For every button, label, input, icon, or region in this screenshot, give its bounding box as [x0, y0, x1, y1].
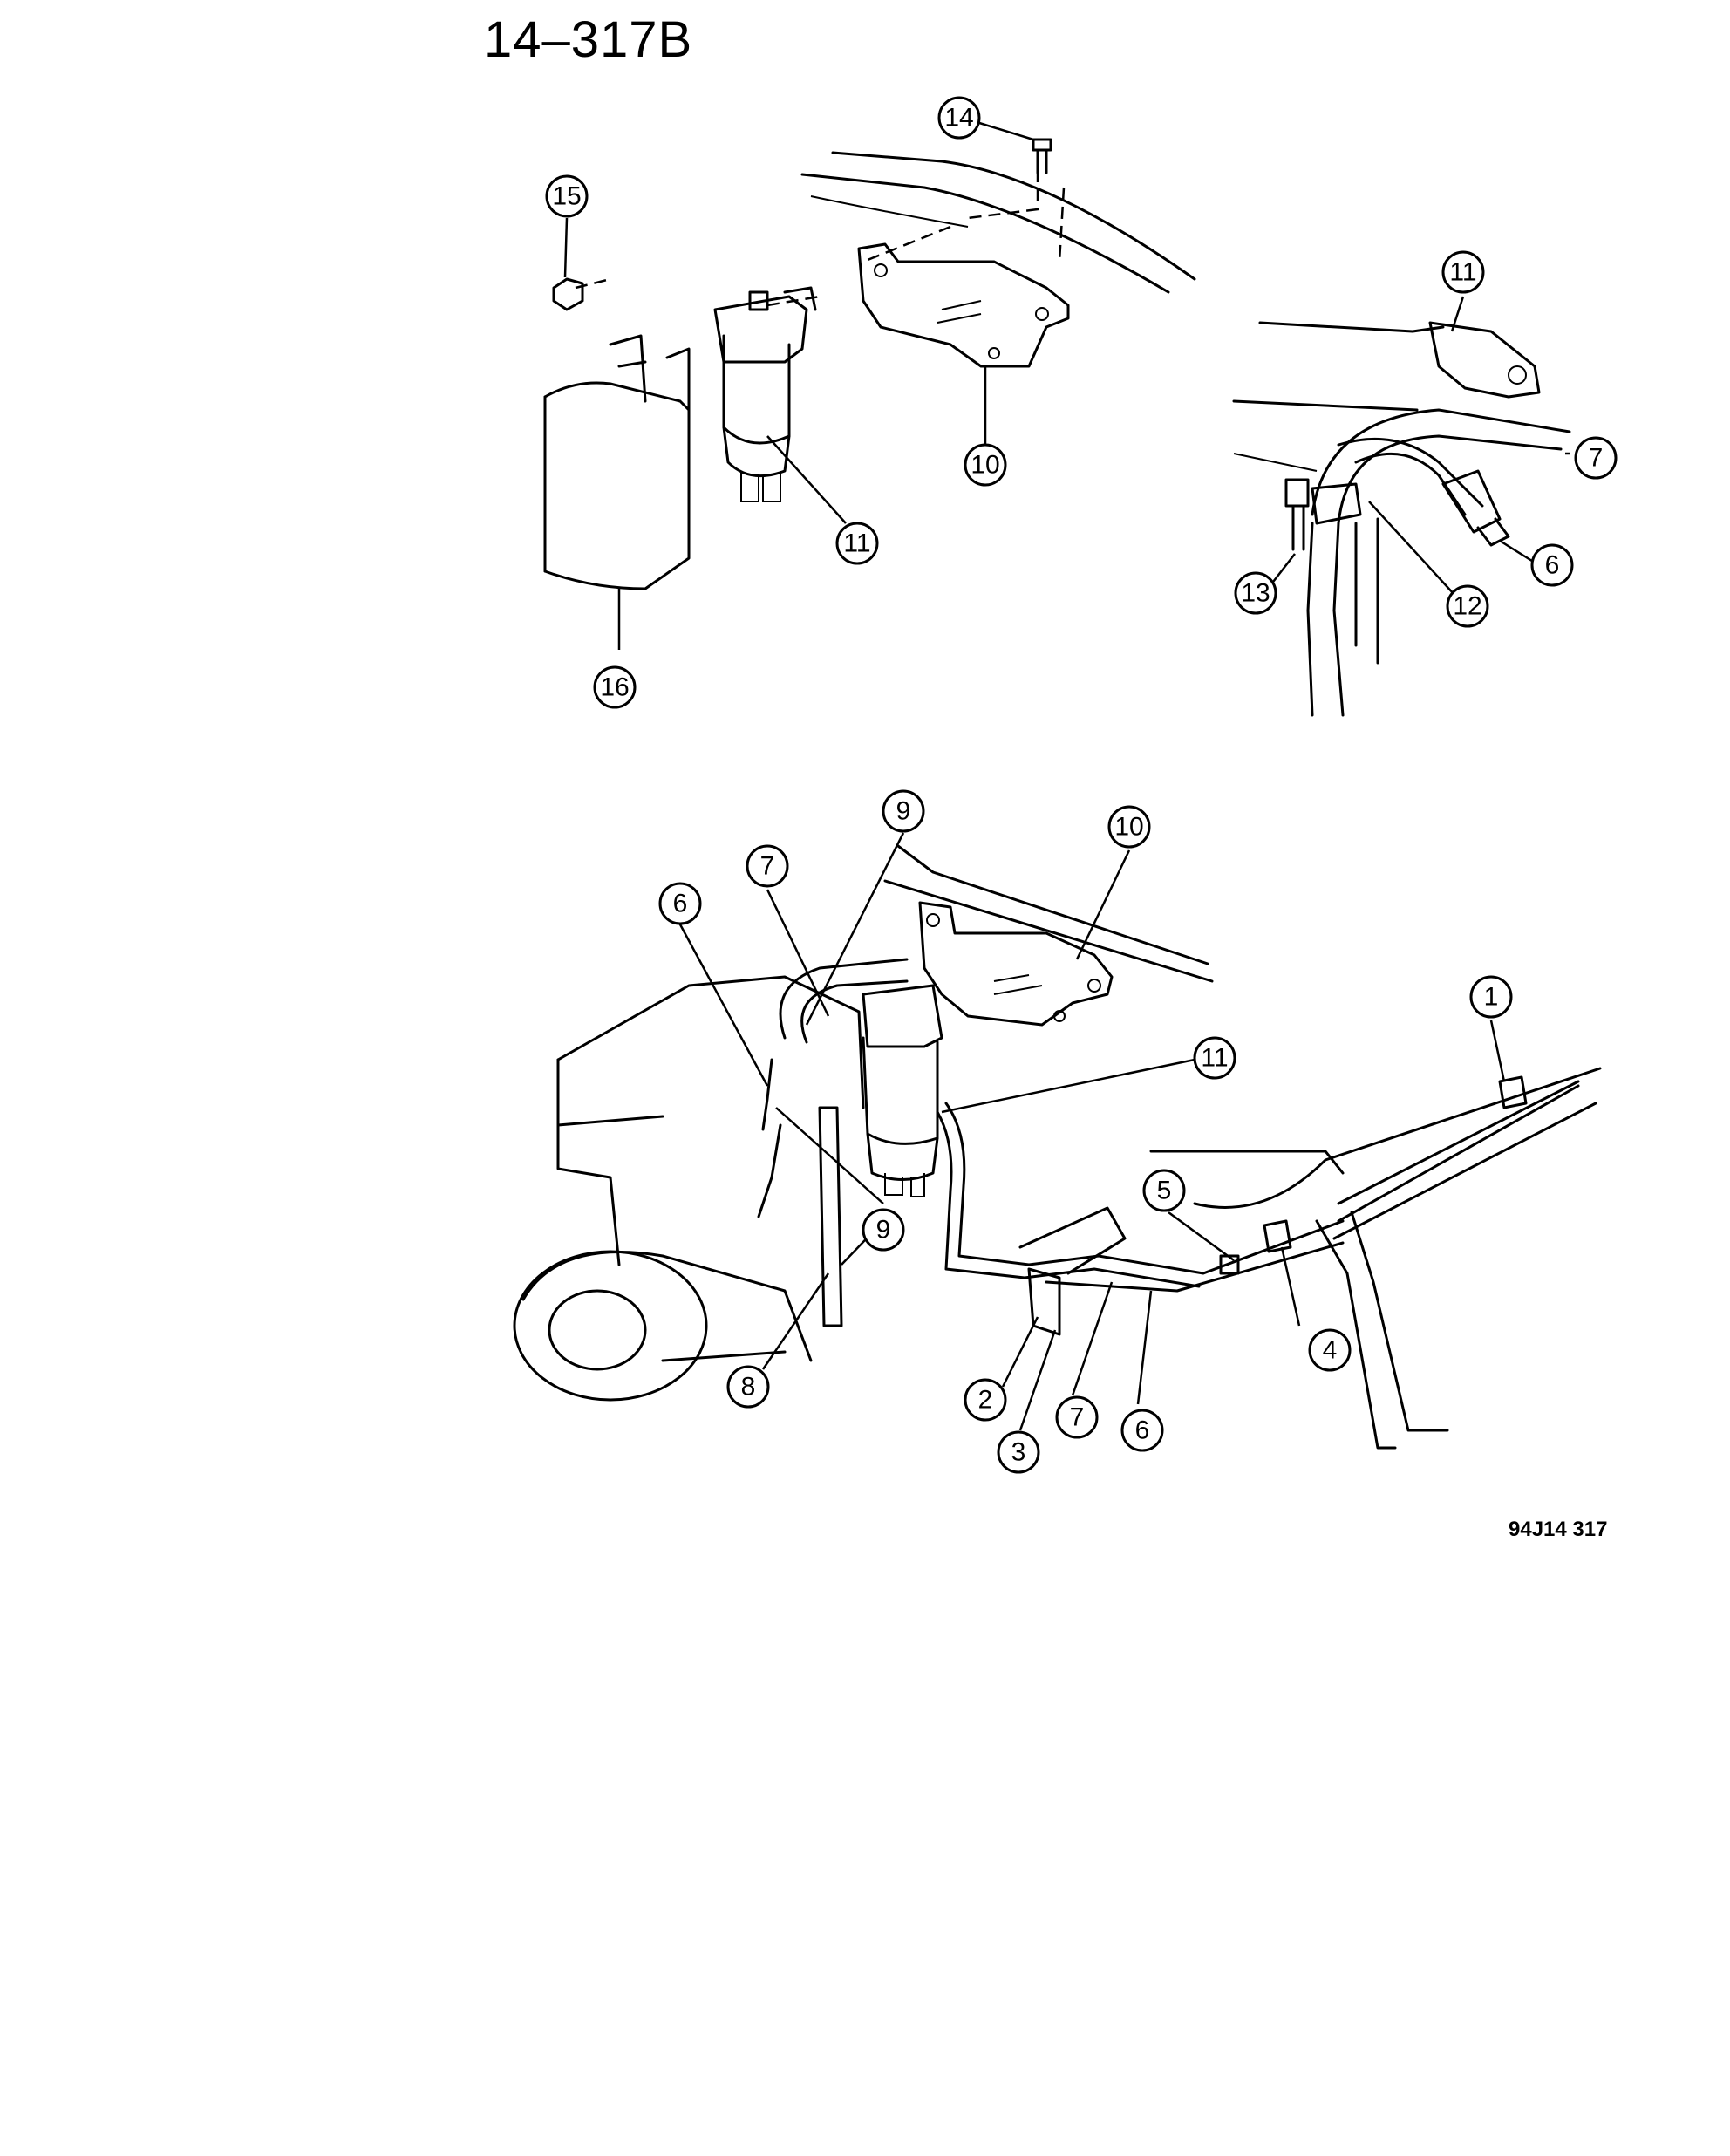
callout-9: 9 [862, 1208, 905, 1252]
svg-text:12: 12 [1453, 592, 1481, 621]
svg-text:8: 8 [741, 1373, 756, 1402]
callout-7: 7 [1574, 436, 1618, 480]
callout-5: 5 [1142, 1169, 1186, 1212]
svg-text:5: 5 [1157, 1177, 1172, 1205]
callout-10: 10 [1107, 805, 1151, 849]
figure-code: 94J14 317 [1509, 1518, 1608, 1541]
svg-text:4: 4 [1323, 1336, 1338, 1365]
svg-text:10: 10 [971, 451, 999, 480]
callout-7: 7 [746, 844, 789, 888]
svg-text:7: 7 [760, 852, 775, 881]
callout-1: 1 [1469, 975, 1513, 1019]
svg-text:6: 6 [673, 890, 688, 918]
callout-6: 6 [1530, 543, 1574, 587]
callout-6: 6 [1120, 1409, 1164, 1452]
svg-text:9: 9 [876, 1216, 891, 1245]
callout-12: 12 [1446, 584, 1489, 628]
frame-rail-top [800, 151, 1196, 294]
fuel-filter-11 [713, 286, 817, 502]
callout-9: 9 [882, 789, 925, 833]
page-number: 14–317B [484, 11, 693, 68]
bolt-14 [1032, 138, 1052, 174]
svg-text:13: 13 [1241, 579, 1270, 608]
callout-2: 2 [964, 1378, 1007, 1422]
svg-text:6: 6 [1545, 551, 1560, 580]
nut-15 [552, 277, 584, 311]
callout-11: 11 [835, 522, 879, 565]
svg-text:6: 6 [1135, 1416, 1150, 1445]
svg-text:16: 16 [600, 673, 629, 702]
alignment-lines [575, 170, 1066, 307]
shield-16 [543, 334, 691, 590]
svg-text:7: 7 [1589, 444, 1604, 473]
callout-4: 4 [1308, 1328, 1352, 1372]
svg-text:11: 11 [1201, 1044, 1228, 1073]
callout-11: 11 [1193, 1036, 1236, 1080]
bracket-10 [857, 242, 1070, 368]
top-right-detail [1232, 321, 1571, 717]
svg-text:14: 14 [944, 104, 973, 133]
callout-7: 7 [1055, 1395, 1099, 1439]
callout-10: 10 [964, 443, 1007, 487]
callout-11: 11 [1441, 250, 1485, 294]
svg-text:7: 7 [1070, 1403, 1085, 1432]
callout-16: 16 [593, 665, 637, 709]
svg-text:1: 1 [1484, 983, 1499, 1012]
callout-3: 3 [997, 1430, 1040, 1474]
callout-8: 8 [726, 1365, 770, 1409]
svg-text:15: 15 [552, 182, 581, 211]
callout-6: 6 [658, 882, 702, 925]
bottom-assembly [513, 844, 1602, 1450]
callout-13: 13 [1234, 571, 1277, 615]
svg-text:9: 9 [896, 797, 911, 826]
svg-text:11: 11 [843, 529, 870, 558]
callout-15: 15 [545, 174, 589, 218]
svg-text:11: 11 [1449, 258, 1476, 287]
callout-14: 14 [937, 96, 981, 140]
svg-text:2: 2 [978, 1386, 993, 1415]
top-left-assembly [543, 138, 1196, 590]
svg-text:3: 3 [1011, 1438, 1026, 1467]
svg-text:10: 10 [1114, 813, 1143, 842]
